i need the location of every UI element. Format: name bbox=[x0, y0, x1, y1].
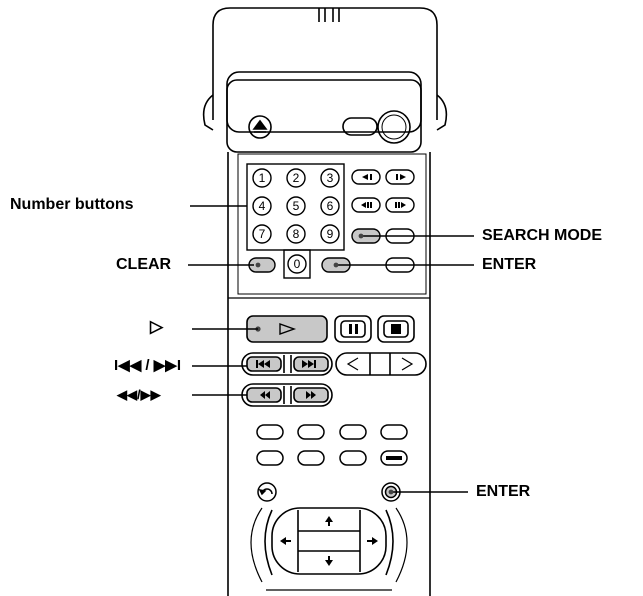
number-key-5[interactable] bbox=[286, 196, 306, 216]
number-key-2[interactable] bbox=[286, 168, 306, 188]
number-key-label: 9 bbox=[327, 227, 334, 241]
label-clear: CLEAR bbox=[116, 256, 172, 273]
number-key-label: 4 bbox=[259, 199, 266, 213]
remote-body bbox=[227, 152, 431, 596]
number-key-6[interactable] bbox=[320, 196, 340, 216]
number-key-label: 8 bbox=[293, 227, 300, 241]
number-keys bbox=[252, 168, 340, 274]
number-key-label: 2 bbox=[293, 171, 300, 185]
function-button-2[interactable] bbox=[297, 424, 325, 440]
number-key-label: 3 bbox=[327, 171, 334, 185]
eject-row bbox=[248, 110, 411, 144]
eject-button[interactable] bbox=[248, 115, 272, 139]
function-button-4[interactable] bbox=[380, 424, 408, 440]
label-enter-bottom: ENTER bbox=[476, 483, 531, 500]
number-key-8[interactable] bbox=[286, 224, 306, 244]
number-key-4[interactable] bbox=[252, 196, 272, 216]
number-key-1[interactable] bbox=[252, 168, 272, 188]
number-key-0[interactable] bbox=[287, 254, 307, 274]
number-key-label: 1 bbox=[259, 171, 266, 185]
lid bbox=[202, 7, 448, 153]
label-enter-top: ENTER bbox=[482, 256, 537, 273]
number-key-3[interactable] bbox=[320, 168, 340, 188]
label-skip-symbol: I◀◀ / ▶▶I bbox=[114, 357, 181, 374]
function-button-3[interactable] bbox=[339, 424, 367, 440]
number-key-7[interactable] bbox=[252, 224, 272, 244]
number-key-9[interactable] bbox=[320, 224, 340, 244]
return-button[interactable] bbox=[257, 482, 277, 502]
number-key-label: 5 bbox=[293, 199, 300, 213]
number-key-label: 6 bbox=[327, 199, 334, 213]
function-button-6[interactable] bbox=[297, 450, 325, 466]
function-button-1[interactable] bbox=[256, 424, 284, 440]
open-close-button[interactable] bbox=[342, 117, 378, 136]
label-scan-symbol: ◀◀/▶▶ bbox=[117, 387, 161, 402]
number-key-label: 7 bbox=[259, 227, 266, 241]
number-key-label: 0 bbox=[294, 257, 301, 271]
callout-lines bbox=[188, 205, 474, 493]
jog-dial[interactable] bbox=[377, 110, 411, 144]
label-number-buttons: Number buttons bbox=[10, 196, 134, 213]
function-button-7[interactable] bbox=[339, 450, 367, 466]
cursor-pad bbox=[250, 507, 408, 591]
label-search-mode: SEARCH MODE bbox=[482, 227, 603, 244]
label-play-symbol: ▷ bbox=[150, 317, 164, 336]
function-button-5[interactable] bbox=[256, 450, 284, 466]
zero-group bbox=[283, 249, 311, 279]
